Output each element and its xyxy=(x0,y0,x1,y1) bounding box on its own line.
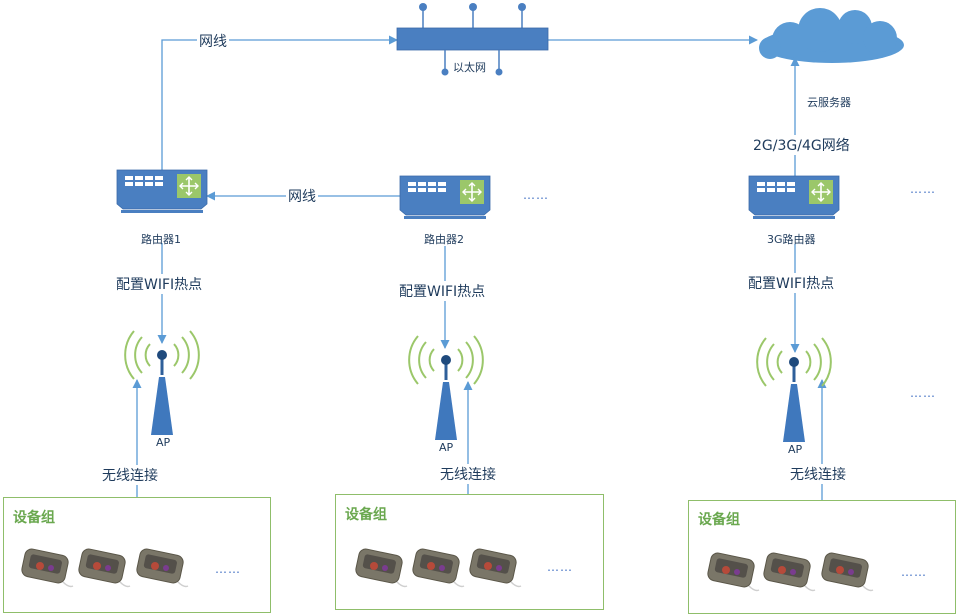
device-group-title: 设备组 xyxy=(698,512,740,528)
link-router1-to-ethernet xyxy=(161,35,398,170)
more-devices-ellipsis: …… xyxy=(901,565,927,579)
wifi-hotspot-label: 配置WIFI热点 xyxy=(114,274,205,294)
device-group-title: 设备组 xyxy=(13,510,55,526)
router-label: 路由器1 xyxy=(141,233,181,246)
router-icon xyxy=(399,175,491,220)
more-devices-ellipsis: …… xyxy=(547,560,573,574)
device-group-box xyxy=(688,500,956,614)
connection-lines xyxy=(132,35,827,500)
more-routers-ellipsis: …… xyxy=(910,182,936,196)
wifi-hotspot-label: 配置WIFI热点 xyxy=(397,281,488,301)
more-aps-ellipsis: …… xyxy=(910,386,936,400)
ethernet-switch-icon xyxy=(396,3,549,76)
cloud-server-icon xyxy=(759,8,904,63)
device-group-box xyxy=(335,494,604,610)
device-group-title: 设备组 xyxy=(345,507,387,523)
wireless-connection-label: 无线连接 xyxy=(100,465,160,485)
more-routers-ellipsis: …… xyxy=(523,188,549,202)
access-point-icon xyxy=(407,334,485,442)
ap-label: AP xyxy=(788,443,803,456)
cloud-server-label: 云服务器 xyxy=(807,96,851,109)
router-label: 路由器2 xyxy=(424,233,464,246)
ap-label: AP xyxy=(156,436,171,449)
wifi-hotspot-label: 配置WIFI热点 xyxy=(746,273,837,293)
router-icon xyxy=(116,169,208,214)
access-point-icon xyxy=(755,336,833,444)
ethernet-label: 以太网 xyxy=(453,61,486,74)
network-cable-label: 网线 xyxy=(197,31,229,51)
device-group-box xyxy=(3,497,271,613)
mobile-network-label: 2G/3G/4G网络 xyxy=(751,135,852,155)
more-devices-ellipsis: …… xyxy=(215,562,241,576)
network-cable-label: 网线 xyxy=(286,186,318,206)
router-icon xyxy=(748,175,840,220)
wireless-connection-label: 无线连接 xyxy=(438,464,498,484)
ap-label: AP xyxy=(439,441,454,454)
router-label: 3G路由器 xyxy=(767,233,816,246)
wireless-connection-label: 无线连接 xyxy=(788,464,848,484)
access-point-icon xyxy=(123,329,201,437)
